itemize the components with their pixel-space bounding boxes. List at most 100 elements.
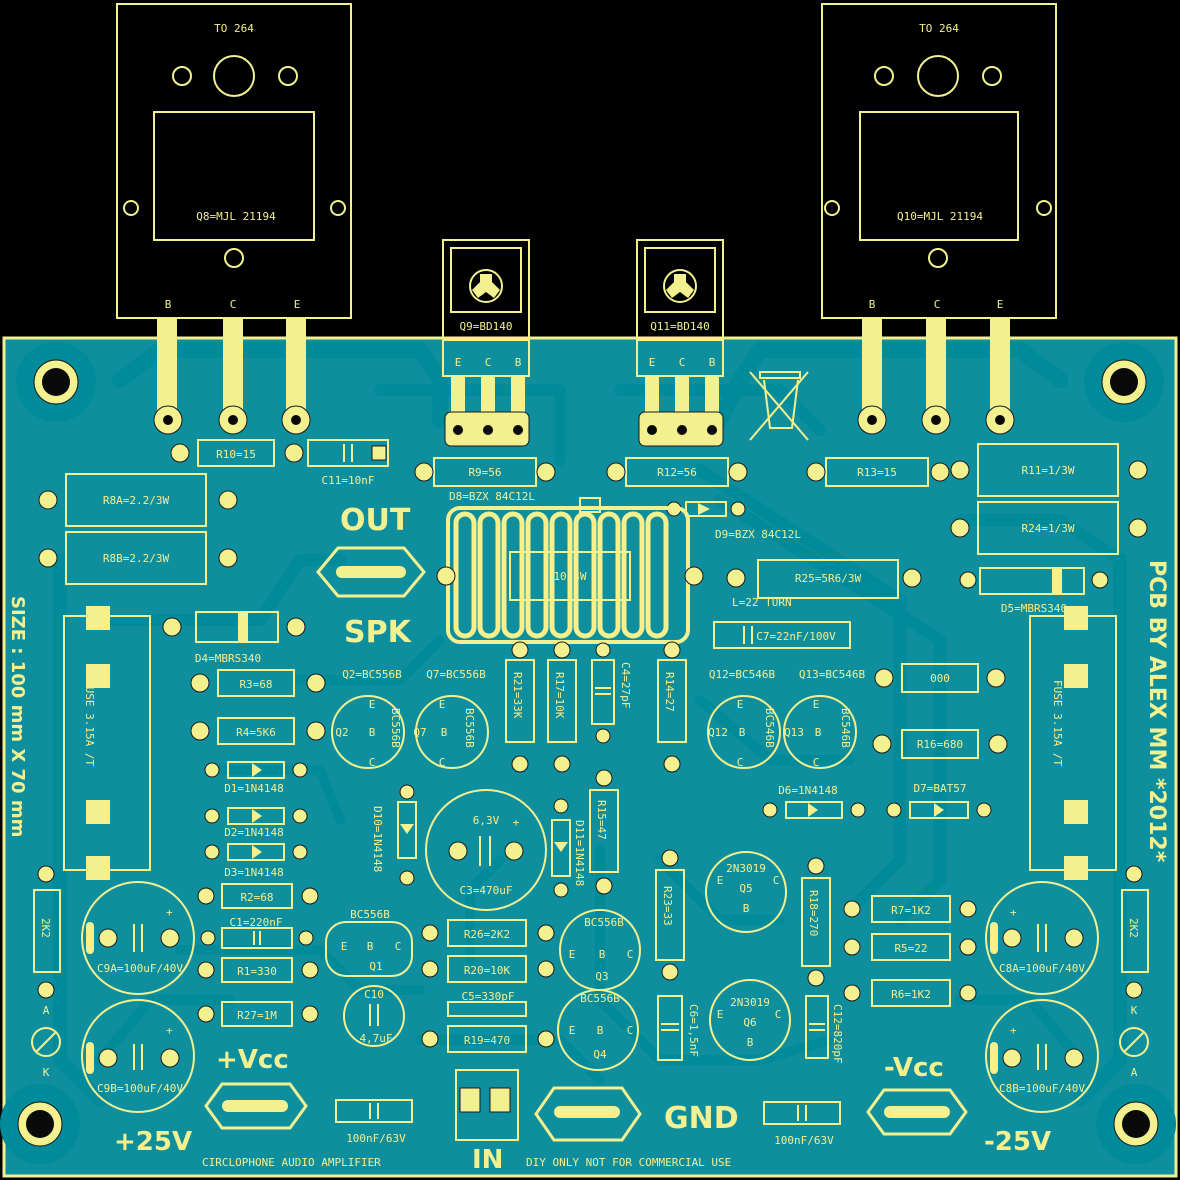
svg-text:-Vcc: -Vcc <box>884 1053 944 1083</box>
diode-d11: D11=1N4148 <box>551 798 586 898</box>
svg-text:C3=470uF: C3=470uF <box>460 884 513 897</box>
svg-text:R24=1/3W: R24=1/3W <box>1022 522 1075 535</box>
resistor-r25: R25=5R6/3W <box>726 559 922 599</box>
svg-text:R12=56: R12=56 <box>657 466 697 479</box>
svg-text:D7=BAT57: D7=BAT57 <box>914 782 967 795</box>
svg-text:B: B <box>369 726 376 739</box>
terminal-vcc-neg: -Vcc <box>866 1053 968 1136</box>
svg-text:A: A <box>1131 1066 1138 1079</box>
svg-text:D2=1N4148: D2=1N4148 <box>224 826 284 839</box>
svg-text:R15=47: R15=47 <box>595 800 608 840</box>
svg-text:C: C <box>813 756 820 769</box>
driver-transistor-q11: Q11=BD140 E C B <box>636 239 724 447</box>
capacitor-bypass-right: 100nF/63V <box>763 1101 841 1147</box>
svg-text:B: B <box>599 948 606 961</box>
svg-text:+: + <box>166 1024 173 1037</box>
diode-d1: D1=1N4148 <box>204 761 308 795</box>
svg-text:E: E <box>341 940 348 953</box>
svg-text:R5=22: R5=22 <box>894 942 927 955</box>
svg-text:C11=10nF: C11=10nF <box>322 474 375 487</box>
capacitor-c4: C4=27pF <box>591 642 632 744</box>
resistor-r17: R17=10K <box>547 641 577 773</box>
svg-text:C: C <box>627 948 634 961</box>
resistor-unlabeled: 000 <box>874 663 1006 693</box>
diode-d3: D3=1N4148 <box>204 843 308 879</box>
resistor-r9: R9=56 <box>414 457 556 487</box>
svg-text:R21=33K: R21=33K <box>511 672 524 719</box>
svg-text:+: + <box>1010 906 1017 919</box>
capacitor-c6: C6=1,5nF <box>657 995 700 1061</box>
svg-text:Q12=BC546B: Q12=BC546B <box>709 668 776 681</box>
resistor-r13: R13=15 <box>806 457 950 487</box>
q9-part-label: Q9=BD140 <box>460 320 513 333</box>
resistor-r8a: R8A=2.2/3W <box>38 473 238 527</box>
input-connector: IN <box>455 1069 519 1175</box>
svg-text:D8=BZX 84C12L: D8=BZX 84C12L <box>449 490 535 503</box>
svg-text:R18=270: R18=270 <box>807 890 820 936</box>
diode-d8: D8=BZX 84C12L <box>449 490 601 513</box>
q11-pin-e: E <box>649 356 656 369</box>
svg-text:FUSE 3.15A /T: FUSE 3.15A /T <box>83 680 96 766</box>
diode-d6: D6=1N4148 <box>762 784 866 819</box>
svg-text:K: K <box>1131 1004 1138 1017</box>
svg-text:R19=470: R19=470 <box>464 1034 510 1047</box>
svg-text:R7=1K2: R7=1K2 <box>891 904 931 917</box>
fuse-right: FUSE 3.15A /T <box>1029 606 1117 880</box>
resistor-r15: R15=47 <box>589 769 619 895</box>
svg-text:A: A <box>43 1004 50 1017</box>
q11-pin-b: B <box>709 356 716 369</box>
q11-part-label: Q11=BD140 <box>650 320 710 333</box>
svg-text:R1=330: R1=330 <box>237 965 277 978</box>
resistor-r7: R7=1K2 <box>843 895 977 923</box>
resistor-r18: R18=270 <box>801 857 831 987</box>
svg-text:E: E <box>717 1008 724 1021</box>
capacitor-c10: C10 4,7uF <box>343 985 405 1047</box>
transistor-q4: BC556B E B C Q4 <box>557 989 639 1071</box>
transistor-q6: 2N3019 Q6 E B C <box>709 979 791 1061</box>
diode-d4: D4=MBRS340 <box>162 611 306 665</box>
svg-text:D11=1N4148: D11=1N4148 <box>573 820 586 886</box>
svg-text:L=22 TURN: L=22 TURN <box>732 596 792 609</box>
svg-text:100nF/63V: 100nF/63V <box>346 1132 406 1145</box>
svg-text:E: E <box>569 948 576 961</box>
capacitor-c8b: + C8B=100uF/40V <box>985 999 1099 1113</box>
svg-text:Q1: Q1 <box>369 960 382 973</box>
driver-transistor-q9: Q9=BD140 E C B <box>442 239 530 447</box>
resistor-r11: R11=1/3W <box>950 443 1148 497</box>
svg-text:R9=56: R9=56 <box>468 466 501 479</box>
svg-text:C8B=100uF/40V: C8B=100uF/40V <box>999 1082 1085 1095</box>
resistor-r21: R21=33K <box>505 641 535 773</box>
q9-pin-e: E <box>455 356 462 369</box>
svg-text:C7=22nF/100V: C7=22nF/100V <box>756 630 836 643</box>
power-transistor-q10: TO 264 Q10=MJL 21194 B C E <box>821 3 1057 435</box>
q11-pin-c: C <box>679 356 686 369</box>
svg-text:D6=1N4148: D6=1N4148 <box>778 784 838 797</box>
svg-text:C10: C10 <box>364 988 384 1001</box>
diode-d2: D2=1N4148 <box>204 807 308 839</box>
spk-label: SPK <box>344 615 413 650</box>
svg-text:100nF/63V: 100nF/63V <box>774 1134 834 1147</box>
transistor-q3: BC556B E B C Q3 <box>559 909 641 991</box>
svg-text:R16=680: R16=680 <box>917 738 963 751</box>
v-pos-label: +25V <box>114 1127 192 1157</box>
capacitor-c1: C1=220nF <box>200 916 314 949</box>
svg-text:R8B=2.2/3W: R8B=2.2/3W <box>103 552 170 565</box>
svg-text:E: E <box>369 698 376 711</box>
resistor-r10: R10=15 <box>170 439 304 467</box>
svg-text:R25=5R6/3W: R25=5R6/3W <box>795 572 862 585</box>
svg-text:B: B <box>441 726 448 739</box>
transistor-q5: 2N3019 Q5 E B C <box>705 851 787 933</box>
capacitor-c8a: + C8A=100uF/40V <box>985 881 1099 995</box>
svg-text:+: + <box>1010 1024 1017 1037</box>
svg-text:R6=1K2: R6=1K2 <box>891 988 931 1001</box>
svg-text:B: B <box>815 726 822 739</box>
svg-text:BC556B: BC556B <box>584 916 624 929</box>
resistor-r16: R16=680 <box>872 729 1008 759</box>
svg-text:C: C <box>395 940 402 953</box>
v-neg-label: -25V <box>984 1127 1051 1157</box>
svg-text:+: + <box>513 816 520 829</box>
svg-text:D1=1N4148: D1=1N4148 <box>224 782 284 795</box>
svg-text:C12=820pF: C12=820pF <box>831 1004 844 1064</box>
svg-text:2N3019: 2N3019 <box>730 996 770 1009</box>
